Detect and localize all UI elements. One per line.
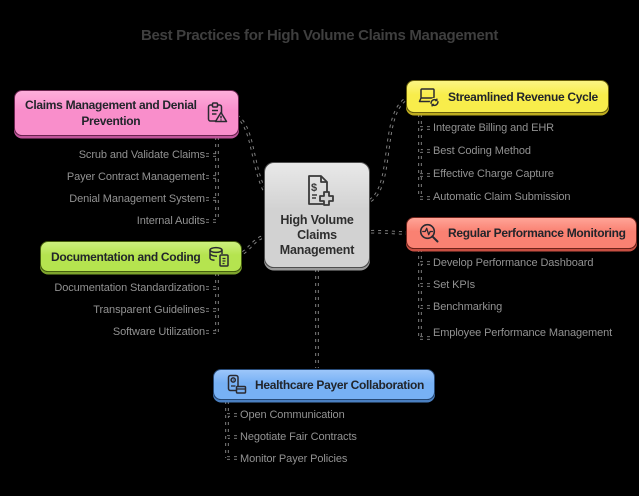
branch-item: Automatic Claim Submission [433, 191, 571, 203]
branch-label: Regular Performance Monitoring [448, 226, 626, 240]
clipboard-alert-icon [204, 101, 228, 125]
branch-item: Negotiate Fair Contracts [240, 431, 357, 443]
branch-node-regular-performance-monitoring: Regular Performance Monitoring [406, 217, 637, 249]
center-node-high-volume-claims-management: $ High Volume Claims Management [264, 162, 370, 268]
branch-item: Benchmarking [433, 301, 503, 313]
magnifier-pulse-icon [417, 221, 441, 245]
branch-label: Documentation and Coding [51, 249, 201, 264]
branch-item: Develop Performance Dashboard [433, 257, 594, 269]
branch-node-claims-management-and-denial-prevention: Claims Management and Denial Prevention [14, 90, 239, 136]
branch-items-documentation: Documentation Standardization Transparen… [0, 277, 205, 343]
branch-item: Set KPIs [433, 279, 475, 291]
branch-items-payer: Open Communication Negotiate Fair Contra… [240, 404, 435, 470]
claims-document-icon: $ [299, 172, 335, 208]
branch-item: Payer Contract Management [66, 171, 205, 183]
branch-item: Scrub and Validate Claims [78, 149, 205, 161]
page-title: Best Practices for High Volume Claims Ma… [140, 27, 499, 44]
branch-item: Best Coding Method [433, 145, 531, 157]
branch-label: Streamlined Revenue Cycle [448, 89, 598, 104]
branch-items-claims: Scrub and Validate Claims Payer Contract… [0, 144, 205, 232]
branch-item: Documentation Standardization [54, 282, 205, 294]
branch-node-documentation-and-coding: Documentation and Coding [40, 241, 243, 272]
branch-node-streamlined-revenue-cycle: Streamlined Revenue Cycle [406, 80, 609, 113]
svg-text:$: $ [311, 182, 317, 194]
branch-item: Monitor Payer Policies [240, 453, 348, 465]
branch-item: Integrate Billing and EHR [433, 122, 555, 134]
branch-label: Claims Management and Denial Prevention [25, 98, 197, 128]
branch-item: Effective Charge Capture [433, 168, 554, 180]
branch-item: Transparent Guidelines [93, 304, 205, 316]
database-doc-icon [207, 245, 231, 269]
branch-item: Internal Audits [136, 215, 205, 227]
branch-items-revenue: Integrate Billing and EHR Best Coding Me… [433, 117, 633, 209]
branch-item: Open Communication [240, 409, 345, 421]
branch-node-healthcare-payer-collaboration: Healthcare Payer Collaboration [213, 369, 436, 400]
branch-item: Employee Performance Management [433, 327, 613, 339]
branch-item: Software Utilization [112, 326, 205, 338]
laptop-sync-icon [417, 85, 441, 109]
payer-terminal-icon [224, 373, 248, 397]
branch-items-monitoring: Develop Performance Dashboard Set KPIs B… [433, 252, 633, 344]
branch-label: Healthcare Payer Collaboration [255, 377, 425, 392]
center-node-label: High Volume Claims Management [279, 213, 355, 257]
branch-item: Denial Management System [69, 193, 205, 205]
